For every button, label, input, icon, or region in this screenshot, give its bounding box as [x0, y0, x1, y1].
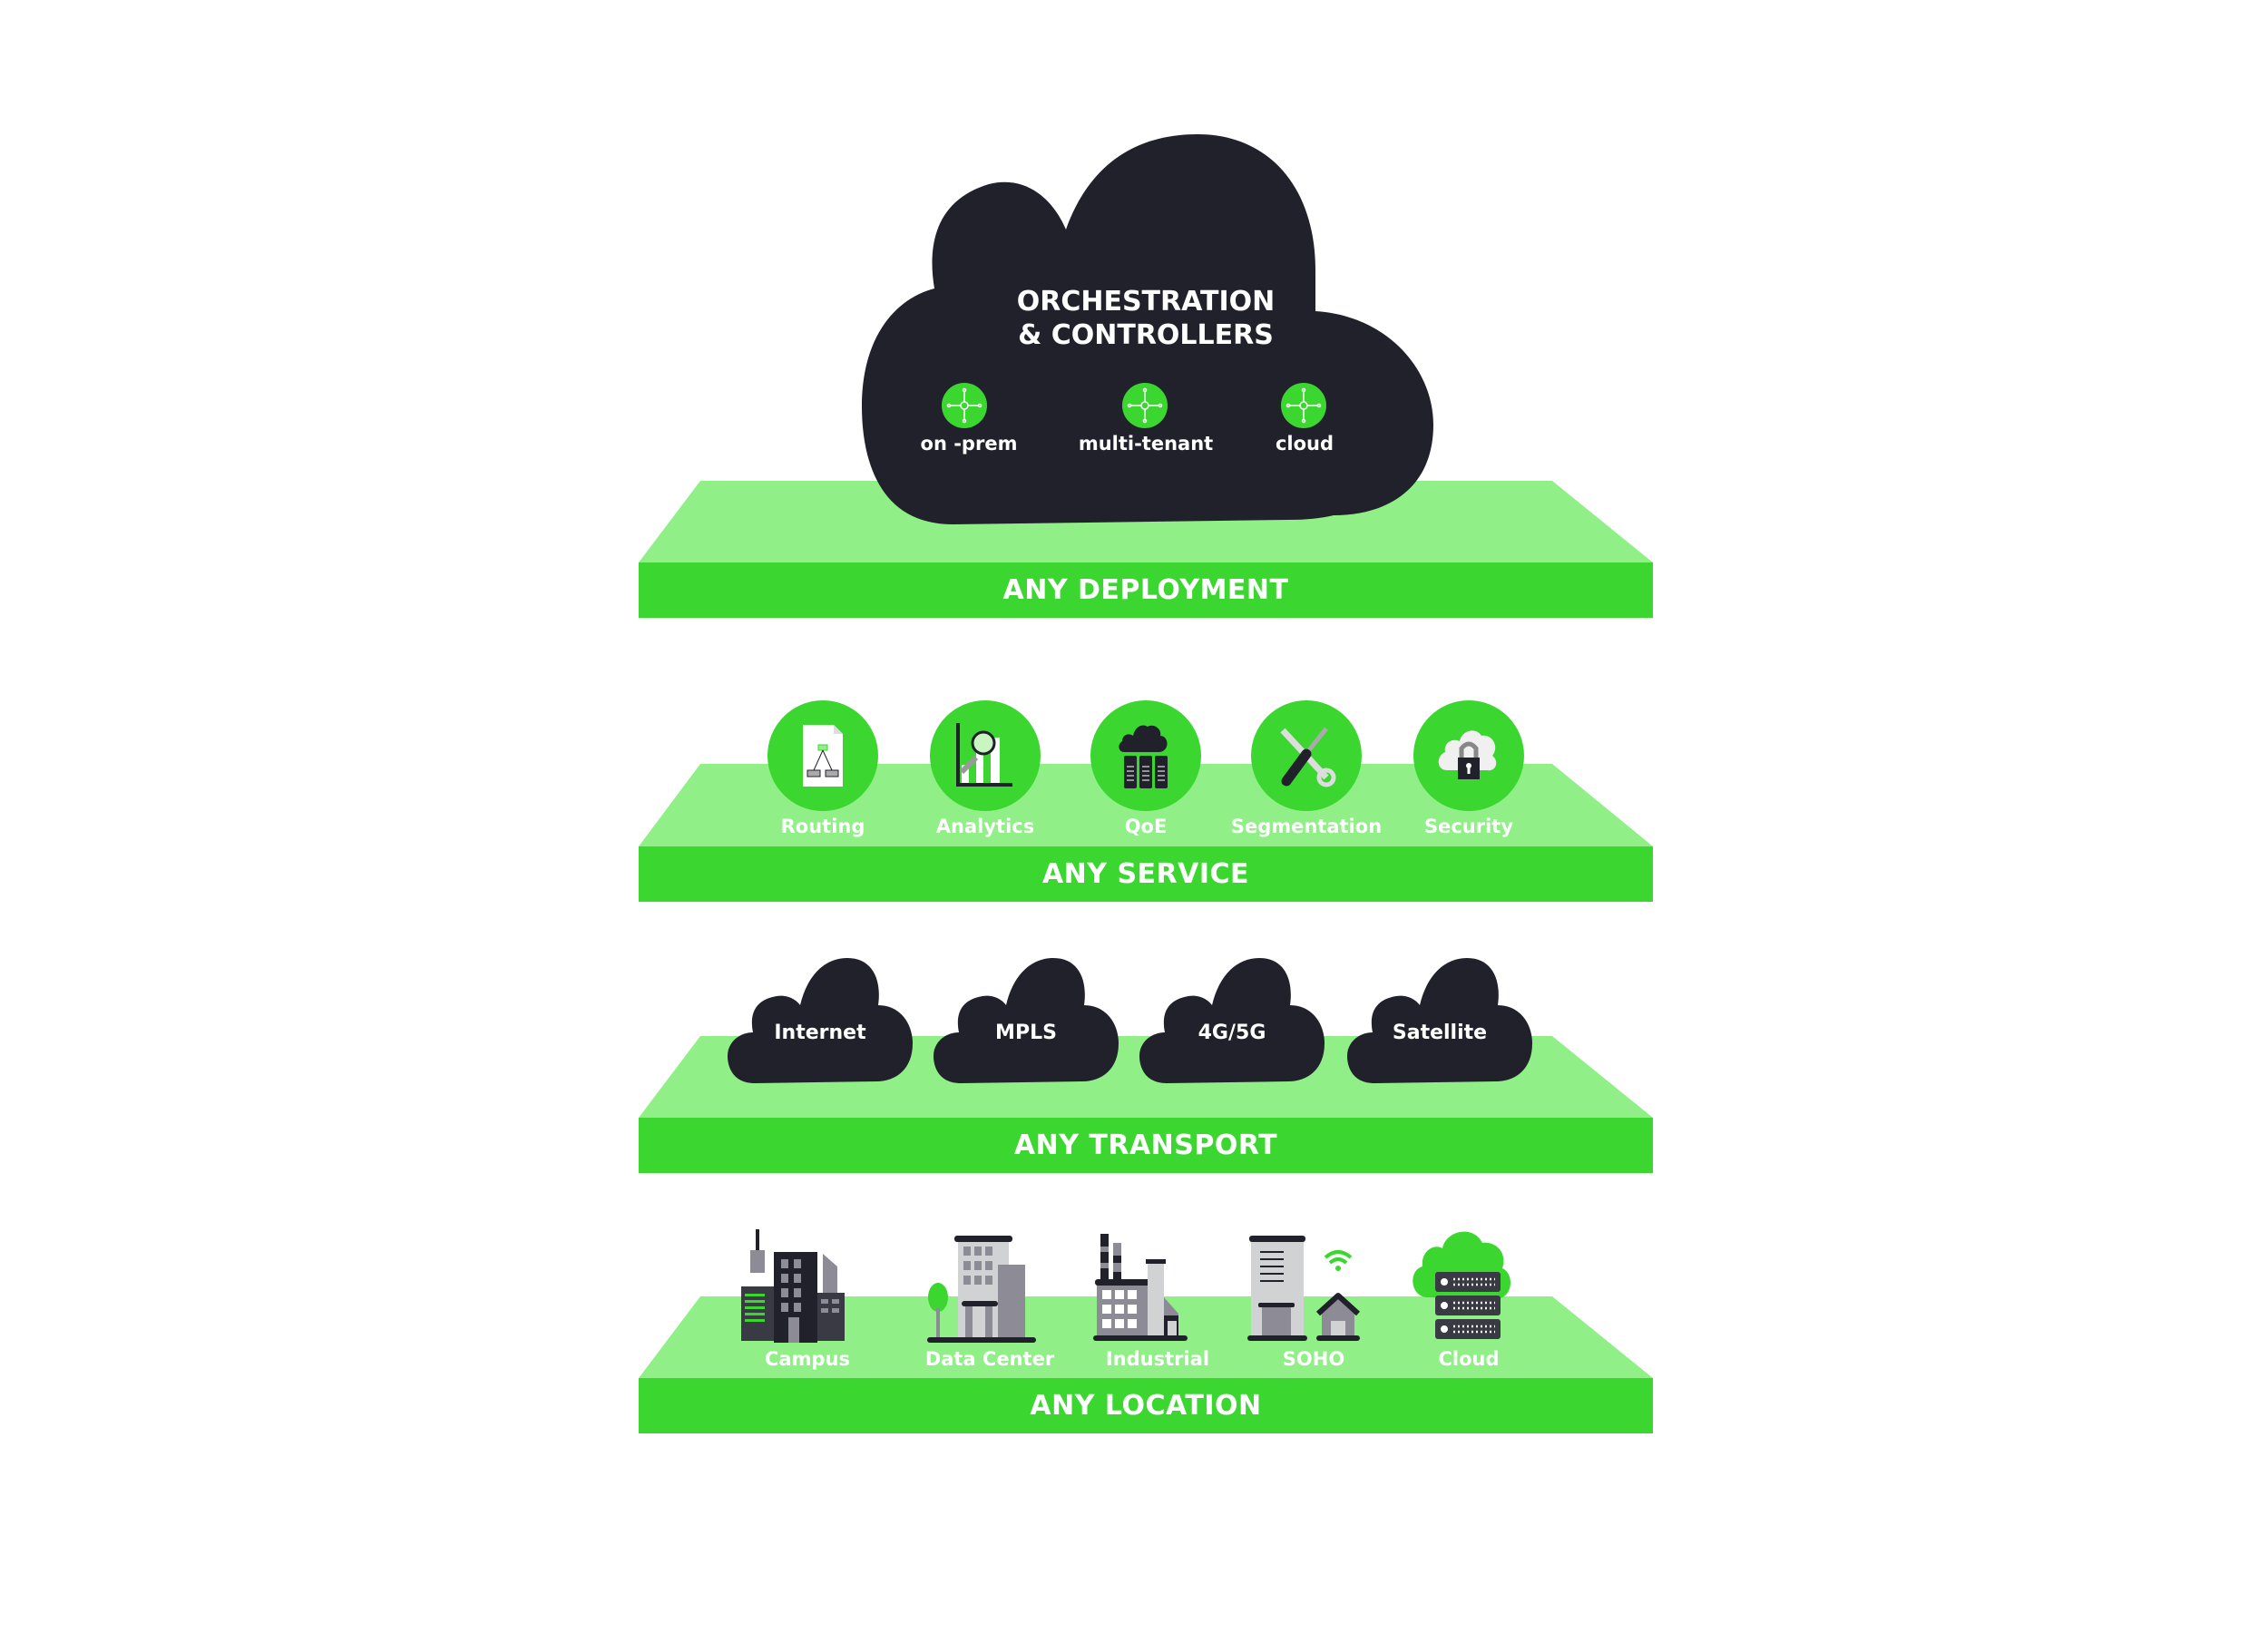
service-layer-label: ANY SERVICE [639, 846, 1653, 902]
cloud-server-rack-icon [1413, 1231, 1511, 1339]
service-routing [767, 700, 878, 811]
service-label: Security [1423, 816, 1514, 837]
transport-label: Satellite [1392, 1022, 1488, 1044]
analytics-chart-icon [956, 723, 1012, 787]
service-label: QoE [1124, 816, 1168, 837]
deployment-layer-label: ANY DEPLOYMENT [639, 562, 1653, 618]
service-label: Routing [780, 816, 865, 837]
orchestration-title-line2: & CONTROLLERS [1018, 319, 1274, 351]
location-label: Campus [765, 1348, 850, 1370]
transport-cloud-mpls: MPLS [934, 958, 1119, 1085]
location-layer-label: ANY LOCATION [639, 1378, 1653, 1433]
deployment-option-label: on -prem [920, 433, 1018, 455]
orchestration-title: ORCHESTRATION & CONTROLLERS [907, 285, 1384, 352]
office-home-wifi-icon [1247, 1236, 1361, 1341]
transport-cloud-satellite: Satellite [1347, 958, 1532, 1085]
location-label: Cloud [1438, 1348, 1500, 1370]
service-label: Analytics [935, 816, 1035, 837]
orchestration-title-line1: ORCHESTRATION [1016, 286, 1276, 318]
orchestration-cloud [862, 134, 1433, 524]
routing-document-icon [803, 725, 843, 787]
service-segmentation [1251, 700, 1362, 811]
cloud-servers-icon [1119, 725, 1168, 788]
service-analytics [930, 700, 1041, 811]
data-center-building-icon [927, 1236, 1036, 1343]
service-security [1413, 700, 1524, 811]
service-qoe [1090, 700, 1201, 811]
network-hub-icon [942, 383, 987, 428]
deployment-option-label: cloud [1275, 433, 1334, 455]
transport-cloud-internet: Internet [728, 958, 913, 1085]
transport-label: MPLS [995, 1022, 1057, 1044]
network-hub-icon [1122, 383, 1168, 428]
transport-label: Internet [774, 1022, 866, 1044]
campus-buildings-icon [741, 1229, 845, 1343]
transport-cloud-4g5g: 4G/5G [1139, 958, 1325, 1085]
location-label: Industrial [1105, 1348, 1210, 1370]
factory-icon [1093, 1234, 1188, 1341]
transport-layer-label: ANY TRANSPORT [639, 1118, 1653, 1173]
service-label: Segmentation [1230, 816, 1383, 837]
location-label: Data Center [924, 1348, 1055, 1370]
network-hub-icon [1281, 383, 1326, 428]
cloud-lock-icon [1438, 730, 1497, 779]
deployment-option-label: multi-tenant [1078, 433, 1214, 455]
tools-icon [1280, 727, 1336, 787]
transport-label: 4G/5G [1198, 1022, 1266, 1044]
location-label: SOHO [1282, 1348, 1345, 1370]
